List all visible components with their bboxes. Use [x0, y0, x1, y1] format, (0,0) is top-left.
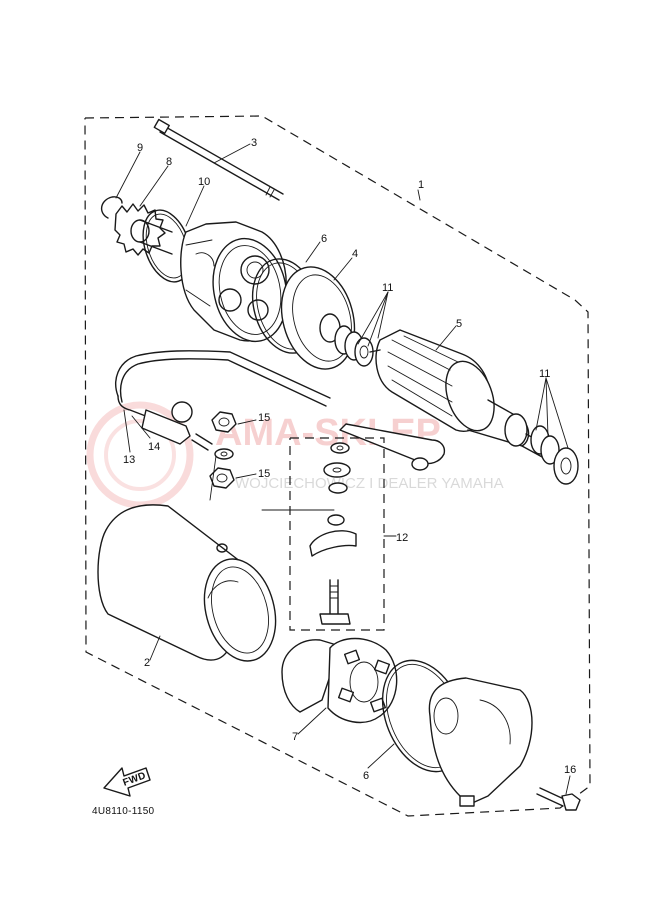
callout-6-top: 6 [321, 233, 327, 245]
callout-11-lower: 11 [539, 368, 550, 380]
brush-holder-part-7 [281, 637, 398, 724]
terminal-kit-part-12 [289, 437, 393, 631]
yoke-part-2 [97, 504, 277, 662]
lead-wire-part-13 [115, 350, 331, 451]
rear-cover [428, 677, 533, 807]
callout-8: 8 [166, 156, 172, 168]
circlip-part-9 [101, 196, 123, 219]
callout-2: 2 [144, 657, 150, 669]
bolt-part-16 [536, 787, 581, 811]
callout-1: 1 [418, 179, 424, 191]
part-code: 4U8110-1150 [92, 806, 155, 817]
callout-14: 14 [148, 441, 160, 453]
callout-labels: 1 2 3 4 5 6 6 7 8 9 10 11 11 12 13 14 15… [123, 137, 576, 782]
callout-6-bottom: 6 [363, 770, 369, 782]
callout-12: 12 [396, 532, 408, 544]
callout-5: 5 [456, 318, 462, 330]
callout-15-lower: 15 [258, 468, 270, 480]
assembly-boundary [84, 115, 591, 817]
callout-10: 10 [198, 176, 210, 188]
callout-13: 13 [123, 454, 135, 466]
cable-terminal-part-14 [339, 423, 446, 471]
nut-part-15-lower [209, 467, 235, 489]
through-bolt-part-3 [153, 118, 284, 201]
armature-part-5 [369, 329, 549, 459]
callout-3: 3 [251, 137, 257, 149]
forward-direction-badge: FWD [103, 767, 151, 797]
front-cover [180, 221, 288, 343]
watermark-dealer: WOJCIECHOWICZ I DEALER YAMAHA [235, 475, 504, 492]
callout-9: 9 [137, 142, 143, 154]
callout-7: 7 [292, 731, 298, 743]
callout-15-upper: 15 [258, 412, 270, 424]
leader-lines [115, 143, 571, 795]
nut-part-15-upper [211, 411, 237, 460]
shims-part-11-upper [334, 325, 374, 367]
callout-11-upper: 11 [382, 282, 393, 294]
callout-16: 16 [564, 764, 576, 776]
callout-4: 4 [352, 248, 358, 260]
shims-part-11-lower [530, 425, 579, 485]
